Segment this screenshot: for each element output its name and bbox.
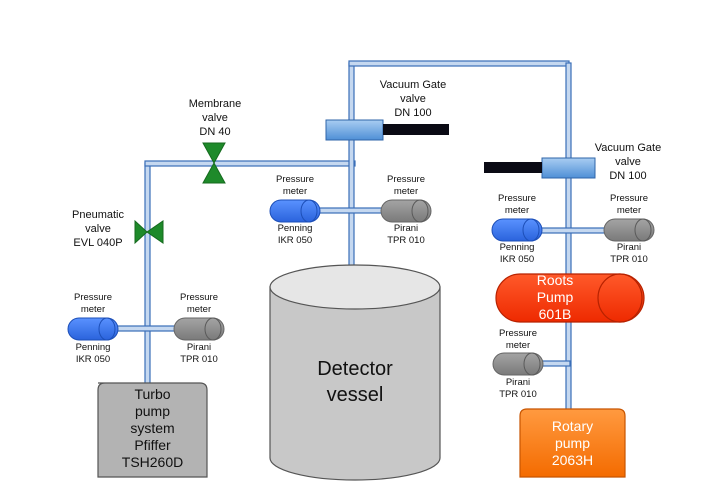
turbo-pump-label: Turbo pump system Pfiffer TSH260D: [121, 386, 184, 470]
gate-valve-icon[interactable]: [484, 157, 596, 179]
membrane-valve-label: Membrane valve DN 40: [188, 98, 242, 138]
pressure-meter-label: Pressure meter: [609, 193, 648, 216]
pressure-gauge-icon[interactable]: [603, 218, 655, 242]
gauge-model-label: Pirani TPR 010: [499, 377, 537, 400]
gauge-model-label: Penning IKR 050: [277, 223, 313, 246]
detector-vessel-label: Detector vessel: [317, 358, 393, 406]
pipe-right-vertical: [565, 62, 572, 411]
pipe-top-loop-horizontal: [348, 60, 570, 67]
pressure-meter-label: Pressure meter: [275, 174, 314, 197]
pipe-detector-vertical: [348, 62, 355, 269]
roots-pump[interactable]: [495, 273, 645, 323]
pressure-meter-label: Pressure meter: [497, 193, 536, 216]
gate-valve-right-label: Vacuum Gate valve DN 100: [594, 142, 662, 182]
detector-vessel[interactable]: [269, 264, 441, 481]
pressure-gauge-icon[interactable]: [173, 317, 225, 341]
pneumatic-valve-icon[interactable]: [134, 219, 164, 245]
roots-pump-label: Roots Pump 601B: [536, 272, 574, 322]
turbo-pump[interactable]: [97, 382, 208, 478]
pressure-meter-label: Pressure meter: [179, 292, 218, 315]
pressure-gauge-icon[interactable]: [491, 218, 543, 242]
pressure-gauge-icon[interactable]: [492, 352, 544, 376]
pressure-gauge-icon[interactable]: [67, 317, 119, 341]
gauge-model-label: Pirani TPR 010: [180, 342, 218, 365]
rotary-pump-label: Rotary pump 2063H: [551, 418, 594, 468]
gauge-model-label: Penning IKR 050: [499, 242, 535, 265]
gate-valve-top-label: Vacuum Gate valve DN 100: [379, 79, 447, 119]
gauge-model-label: Penning IKR 050: [75, 342, 111, 365]
gauge-model-label: Pirani TPR 010: [610, 242, 648, 265]
pressure-gauge-icon[interactable]: [269, 199, 321, 223]
pressure-meter-label: Pressure meter: [498, 328, 537, 351]
pressure-meter-label: Pressure meter: [386, 174, 425, 197]
pneumatic-valve-label: Pneumatic valve EVL 040P: [72, 209, 124, 249]
rotary-pump[interactable]: [519, 408, 626, 478]
pipe-top-left-horizontal: [144, 160, 356, 167]
gate-valve-icon[interactable]: [325, 119, 449, 141]
membrane-valve-icon[interactable]: [202, 142, 226, 184]
gauge-model-label: Pirani TPR 010: [387, 223, 425, 246]
pipe-turbo-vertical: [144, 162, 151, 386]
pressure-meter-label: Pressure meter: [73, 292, 112, 315]
pressure-gauge-icon[interactable]: [380, 199, 432, 223]
